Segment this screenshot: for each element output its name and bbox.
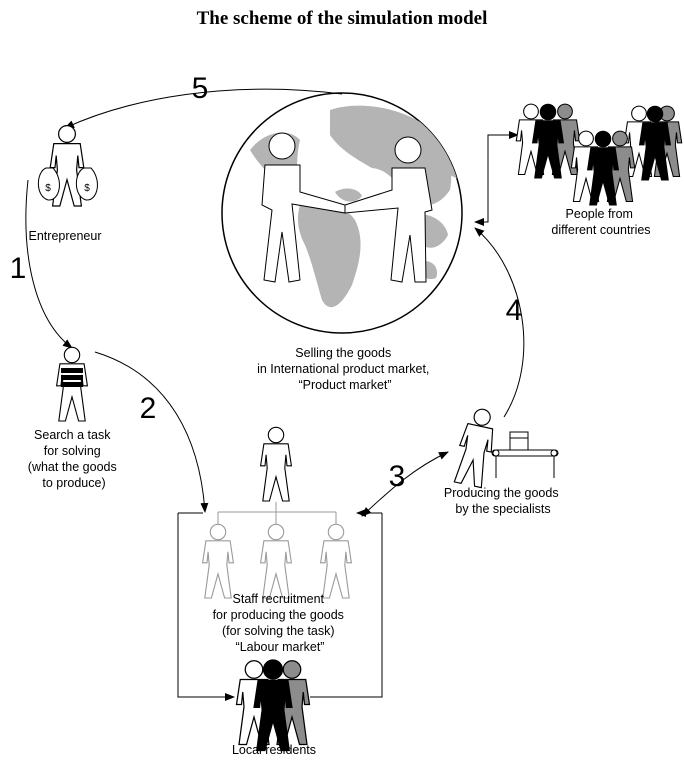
svg-text:$: $ — [45, 183, 51, 194]
money-bag-right-icon: $ — [75, 167, 98, 201]
arrow-5 — [64, 88, 343, 129]
step-1: 1 — [10, 252, 27, 285]
goods-box-icon — [509, 431, 529, 451]
globe — [221, 92, 463, 334]
entrepreneur-figure: $ $ — [37, 124, 98, 207]
labour-market-bracket — [177, 513, 235, 701]
candidate-figures — [202, 523, 352, 599]
international-people-group — [515, 103, 683, 206]
people-countries-label: People from different countries — [551, 207, 650, 237]
local-residents-group — [235, 659, 311, 752]
selling-goods-label: Selling the goods in International produ… — [257, 346, 433, 392]
diagram-title: The scheme of the simulation model — [197, 8, 488, 29]
step-3: 3 — [389, 460, 406, 493]
arrow-4 — [474, 227, 525, 418]
entrepreneur-label: Entrepreneur — [29, 229, 102, 243]
production-figure — [451, 405, 559, 489]
arrow-people-link — [474, 131, 519, 226]
handshake-figures — [261, 132, 433, 283]
flow-arrows — [25, 88, 525, 701]
step-4: 4 — [506, 294, 523, 327]
staff-recruitment-label: Staff recruitment for producing the good… — [213, 592, 348, 654]
search-task-label: Search a task for solving (what the good… — [28, 428, 120, 490]
producing-goods-label: Producing the goods by the specialists — [444, 486, 562, 516]
local-residents-label: Local residents — [232, 743, 316, 757]
arrow-1 — [25, 179, 73, 349]
svg-text:$: $ — [84, 183, 90, 194]
arrow-3 — [361, 451, 449, 517]
labour-market-bracket-right — [310, 513, 383, 698]
searching-figure — [56, 346, 88, 422]
book-stack-icon — [61, 368, 83, 387]
step-2: 2 — [140, 392, 157, 425]
step-5: 5 — [192, 72, 209, 105]
manager-figure — [260, 426, 292, 502]
conveyor-belt-icon — [491, 449, 559, 478]
arrow-2 — [94, 351, 209, 513]
money-bag-left-icon: $ — [37, 167, 60, 201]
